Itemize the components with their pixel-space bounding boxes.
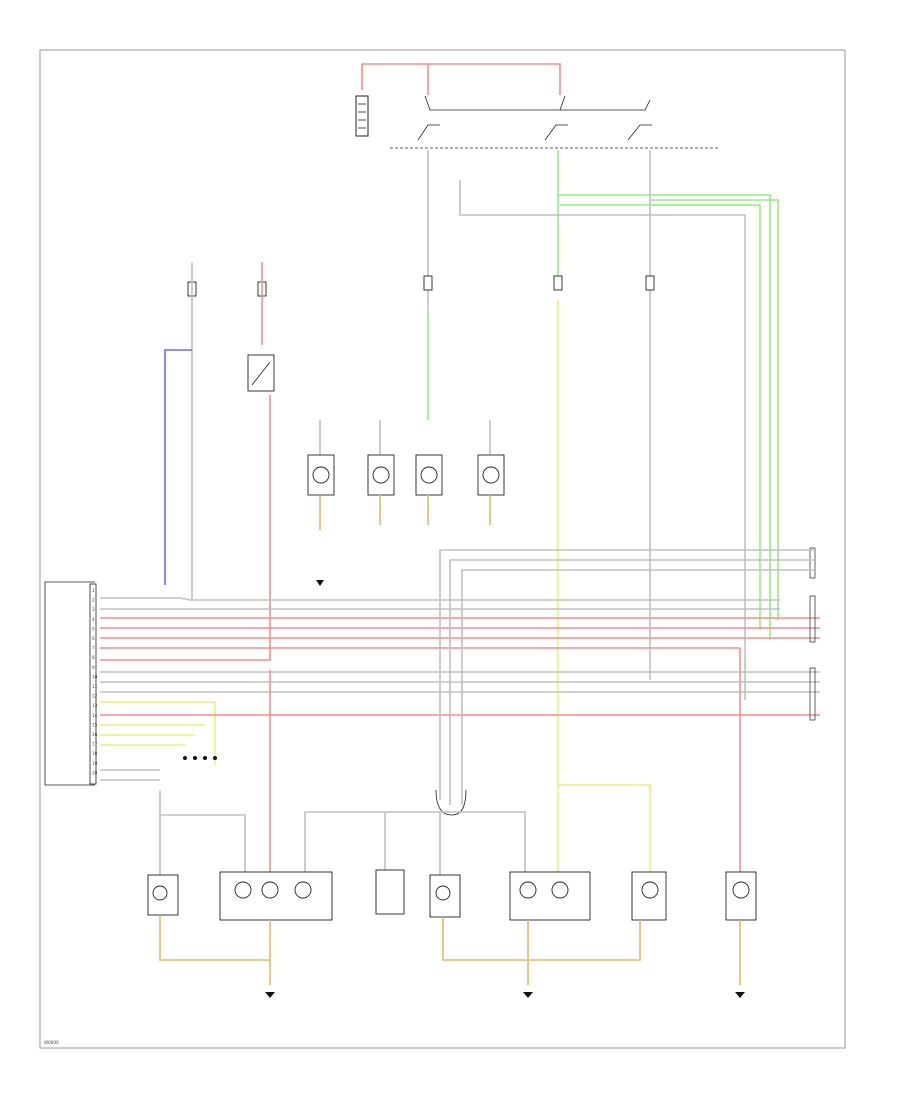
brake-switch — [247, 354, 275, 392]
ground-symbol — [523, 992, 533, 998]
splice-dot — [203, 756, 207, 760]
connector-pin-label: 4 — [92, 617, 95, 622]
connector-pin-label: 3 — [92, 607, 95, 612]
connector-pin-label: 2 — [92, 598, 95, 603]
connector-pin-label: 7 — [92, 646, 95, 651]
diagram-frame — [39, 49, 846, 1049]
connector-pin-label: 9 — [92, 665, 95, 670]
connector-pin-label: 20 — [92, 770, 98, 775]
connector-pin-label: 8 — [92, 655, 95, 660]
ground-symbol — [265, 992, 275, 998]
connector-pin-label: 13 — [92, 703, 98, 708]
ground-symbol — [735, 992, 745, 998]
battery-icon — [355, 95, 369, 137]
light-control-module — [44, 581, 97, 786]
connector-pin-label: 18 — [92, 751, 98, 756]
connector-pin-label: 17 — [92, 742, 98, 747]
connector-pin-label: 19 — [92, 761, 98, 766]
connector-pin-label: 6 — [92, 636, 95, 641]
splice-dot — [183, 756, 187, 760]
battery-feed — [355, 63, 561, 137]
upper-bulbs — [307, 420, 505, 586]
ground-returns — [159, 915, 745, 998]
connector-pin-label: 16 — [92, 732, 98, 737]
connector-pin-label: 5 — [92, 626, 95, 631]
light-switch — [390, 95, 720, 149]
diagram-code: W0000 — [44, 1040, 59, 1045]
connector-pin-label: 11 — [92, 684, 98, 689]
connector-pin-label: 15 — [92, 722, 98, 727]
splice-dot — [193, 756, 197, 760]
connector-pin-label: 10 — [92, 674, 98, 679]
connector-pin-label: 14 — [92, 713, 98, 718]
gray-trunk — [435, 549, 815, 816]
connector-pin-label: 12 — [92, 694, 98, 699]
fuse-column — [187, 275, 655, 297]
splice-dot — [213, 756, 217, 760]
lower-bulbs — [147, 869, 757, 921]
horizontal-harness — [100, 547, 820, 781]
connector-pin-label: 1 — [92, 588, 95, 593]
